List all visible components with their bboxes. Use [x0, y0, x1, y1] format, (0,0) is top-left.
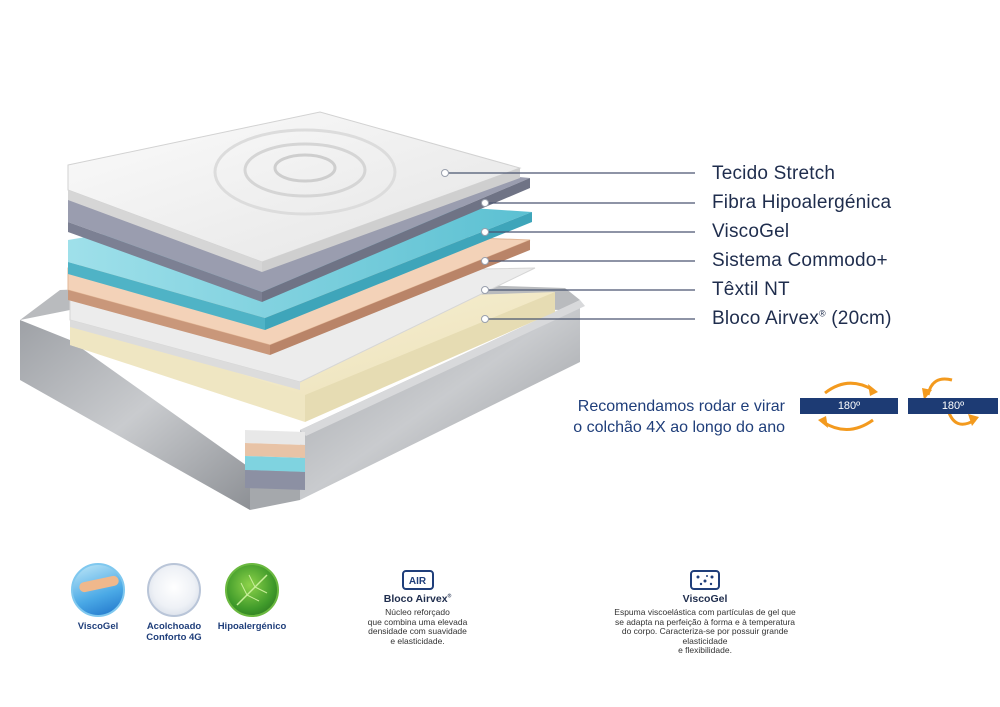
gel-particles-icon	[690, 570, 720, 590]
registered-mark: ®	[818, 308, 826, 319]
viscogel-description: Espuma viscoelástica com partículas de g…	[585, 607, 825, 656]
viscogel-desc-line: elasticidade	[682, 635, 728, 646]
airvex-title: Bloco Airvex®	[345, 593, 490, 605]
flip-180-badge: 180º	[908, 398, 998, 414]
viscogel-desc-line: se adapta na perfeição à forma e à tempe…	[614, 616, 796, 627]
airvex-info: AIR Bloco Airvex® Núcleo reforçado que c…	[345, 570, 490, 646]
airvex-name: Bloco Airvex	[712, 308, 819, 329]
viscogel-title: ViscoGel	[682, 593, 728, 605]
recommendation-text: Recomendamos rodar e virar o colchão 4X …	[500, 396, 785, 438]
airvex-title-mark: ®	[447, 593, 452, 600]
feature-label: Hipoalergénico	[217, 621, 287, 632]
padding-icon	[147, 563, 201, 617]
feature-label: ViscoGel	[77, 621, 119, 632]
airvex-description: Núcleo reforçado que combina uma elevada…	[345, 607, 490, 646]
airvex-size: (20cm)	[825, 308, 892, 329]
flip-arrowheads	[922, 388, 979, 426]
airvex-desc-line: e elasticidade.	[390, 635, 445, 646]
feature-label-line-1: Acolchoado	[146, 621, 202, 632]
recommendation-line-1: Recomendamos rodar e virar	[577, 398, 785, 415]
airvex-desc-line: densidade com suavidade	[368, 626, 467, 636]
feature-padding: Acolchoado Conforto 4G	[134, 563, 214, 643]
leaf-icon	[225, 563, 279, 617]
viscogel-desc-line: Espuma viscoelástica com partículas de g…	[614, 607, 796, 617]
layer-label-stretch: Tecido Stretch	[712, 163, 836, 184]
layer-label-commodo: Sistema Commodo+	[712, 250, 888, 271]
viscogel-desc-line: do corpo. Caracteriza-se por possuir gra…	[621, 626, 789, 636]
airvex-title-text: Bloco Airvex	[383, 593, 448, 605]
feature-hypoallergenic: Hipoalergénico	[212, 563, 292, 632]
feature-label-line-2: Conforto 4G	[146, 632, 202, 643]
rotate-180-badge: 180º	[800, 398, 898, 414]
rotate-arrowheads	[818, 384, 878, 428]
layer-label-fiber: Fibra Hipoalergénica	[712, 192, 892, 213]
leader-lines	[445, 172, 695, 320]
recommendation-line-2: o colchão 4X ao longo do ano	[573, 419, 785, 436]
viscogel-info: ViscoGel Espuma viscoelástica com partíc…	[585, 570, 825, 656]
airvex-desc-line: que combina uma elevada	[367, 616, 468, 627]
airvex-desc-line: Núcleo reforçado	[385, 607, 450, 617]
leader-dots	[441, 169, 489, 323]
feature-label: Acolchoado Conforto 4G	[134, 621, 214, 643]
layer-label-airvex: Bloco Airvex® (20cm)	[712, 308, 892, 330]
air-badge-icon: AIR	[401, 570, 434, 590]
layer-label-textil: Têxtil NT	[712, 279, 790, 300]
stretch-fabric-layer	[67, 111, 522, 272]
layer-label-viscogel: ViscoGel	[712, 221, 790, 242]
viscogel-desc-line: e flexibilidade.	[678, 645, 732, 655]
viscogel-icon	[71, 563, 125, 617]
feature-viscogel: ViscoGel	[63, 563, 133, 632]
